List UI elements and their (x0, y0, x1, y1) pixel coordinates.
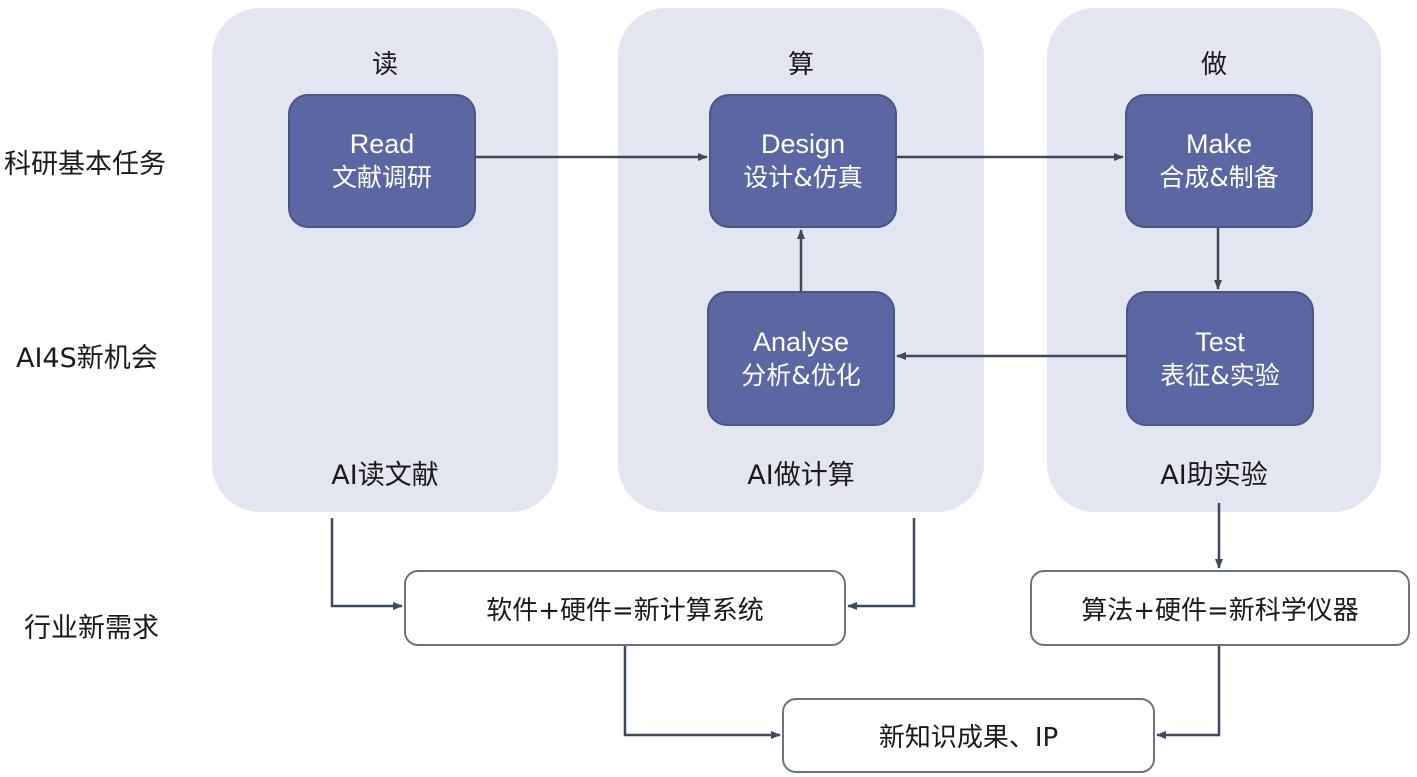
node-analyse-zh: 分析&优化 (741, 360, 861, 390)
node-analyse: Analyse 分析&优化 (707, 291, 895, 426)
node-make-zh: 合成&制备 (1159, 163, 1279, 192)
arrow-compute-panel-to-compute-system (847, 518, 916, 610)
panel-do-title: 做 (1200, 50, 1227, 80)
node-design: Design 设计&仿真 (709, 94, 897, 228)
arrow-compute-system-to-knowledge (623, 646, 781, 739)
box-new-compute-system: 软件+硬件=新计算系统 (404, 570, 846, 646)
node-read: Read 文献调研 (288, 94, 476, 228)
box-new-knowledge-ip: 新知识成果、IP (782, 698, 1155, 773)
node-make-en: Make (1185, 129, 1253, 159)
panel-read-title: 读 (371, 50, 398, 80)
node-test-zh: 表征&实验 (1160, 360, 1280, 390)
node-design-zh: 设计&仿真 (743, 163, 863, 192)
node-design-en: Design (760, 129, 846, 159)
row-label-research-tasks: 科研基本任务 (4, 149, 166, 180)
node-test-en: Test (1195, 326, 1245, 357)
panel-compute-footer: AI做计算 (747, 460, 855, 491)
node-read-en: Read (349, 129, 415, 159)
row-label-ai4s-opportunities: AI4S新机会 (16, 343, 158, 374)
panel-read: 读 AI读文献 (212, 8, 558, 512)
node-test: Test 表征&实验 (1126, 291, 1314, 426)
node-make: Make 合成&制备 (1125, 94, 1313, 228)
arrow-read-panel-to-compute-system (330, 518, 403, 610)
panel-read-footer: AI读文献 (331, 460, 439, 491)
box-new-scientific-instrument: 算法+硬件=新科学仪器 (1030, 570, 1410, 646)
arrow-instrument-to-knowledge (1156, 646, 1221, 739)
node-analyse-en: Analyse (752, 326, 850, 357)
panel-do-footer: AI助实验 (1160, 460, 1268, 491)
node-read-zh: 文献调研 (331, 163, 432, 192)
panel-compute-title: 算 (787, 50, 814, 80)
panel-do: 做 AI助实验 (1047, 8, 1381, 512)
row-label-industry-demands: 行业新需求 (24, 613, 159, 644)
